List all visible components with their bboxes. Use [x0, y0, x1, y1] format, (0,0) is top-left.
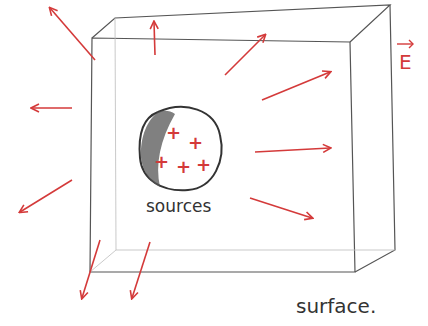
- charge-sign: +: [176, 158, 191, 176]
- source-blob: [140, 107, 222, 190]
- charge-sign: +: [188, 134, 203, 152]
- cube-outline: [90, 5, 395, 272]
- field-symbol: E: [399, 52, 412, 72]
- surface-box: surface. sources: [88, 2, 400, 322]
- charge-sign: +: [196, 156, 211, 174]
- field-arrows: [20, 8, 330, 298]
- vector-bar: [397, 40, 413, 48]
- charge-sign: +: [166, 124, 181, 142]
- charge-sign: +: [154, 153, 169, 171]
- node-label: sources: [146, 198, 211, 215]
- node-label: surface.: [296, 296, 376, 316]
